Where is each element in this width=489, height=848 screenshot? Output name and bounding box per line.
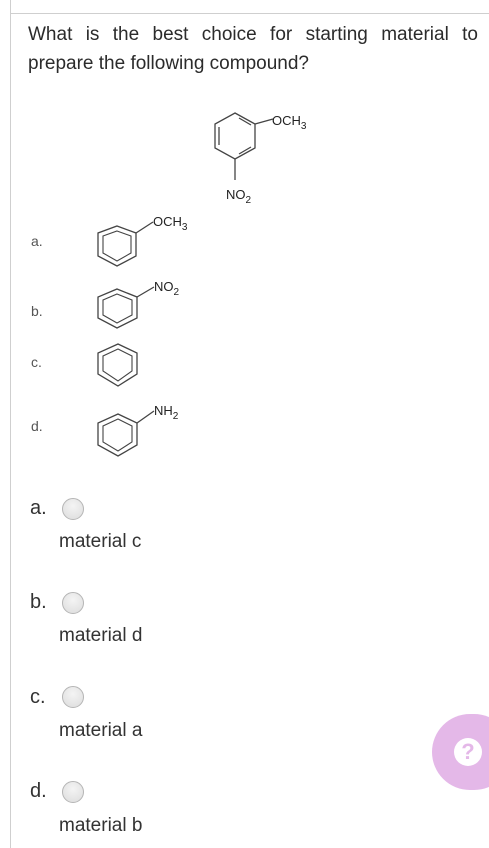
choice-c-radio[interactable] [62, 686, 84, 708]
target-compound-structure: OCH3 NO2 [214, 112, 307, 206]
material-d-structure: NH2 [97, 403, 179, 457]
material-b-substituent: NO2 [154, 279, 180, 298]
material-label-c: c. [31, 354, 42, 370]
material-b-structure: NO2 [97, 279, 180, 329]
choice-b-radio[interactable] [62, 592, 84, 614]
question-text: What is the best choice for starting mat… [28, 24, 478, 74]
material-a-structure: OCH3 [97, 214, 188, 267]
choice-a-text[interactable]: material c [59, 531, 142, 552]
material-a-substituent: OCH3 [153, 214, 188, 233]
choice-d-text[interactable]: material b [59, 815, 143, 836]
material-d-substituent: NH2 [154, 403, 179, 422]
choice-c-text[interactable]: material a [59, 720, 143, 741]
material-label-b: b. [31, 303, 43, 319]
choice-letter-a: a. [30, 497, 47, 519]
choice-letter-d: d. [30, 780, 47, 802]
left-border [10, 0, 11, 848]
help-button[interactable]: ? [432, 714, 489, 790]
target-no2-label: NO2 [226, 187, 252, 206]
material-c-structure [97, 343, 138, 387]
choice-b-text[interactable]: material d [59, 625, 143, 646]
top-divider [10, 13, 489, 14]
choice-a-radio[interactable] [62, 498, 84, 520]
target-och3-label: OCH3 [272, 113, 307, 132]
material-label-d: d. [31, 418, 43, 434]
choice-letter-c: c. [30, 686, 46, 708]
material-label-a: a. [31, 233, 43, 249]
choice-d-radio[interactable] [62, 781, 84, 803]
choice-letter-b: b. [30, 591, 47, 613]
question-mark-icon: ? [454, 738, 482, 766]
